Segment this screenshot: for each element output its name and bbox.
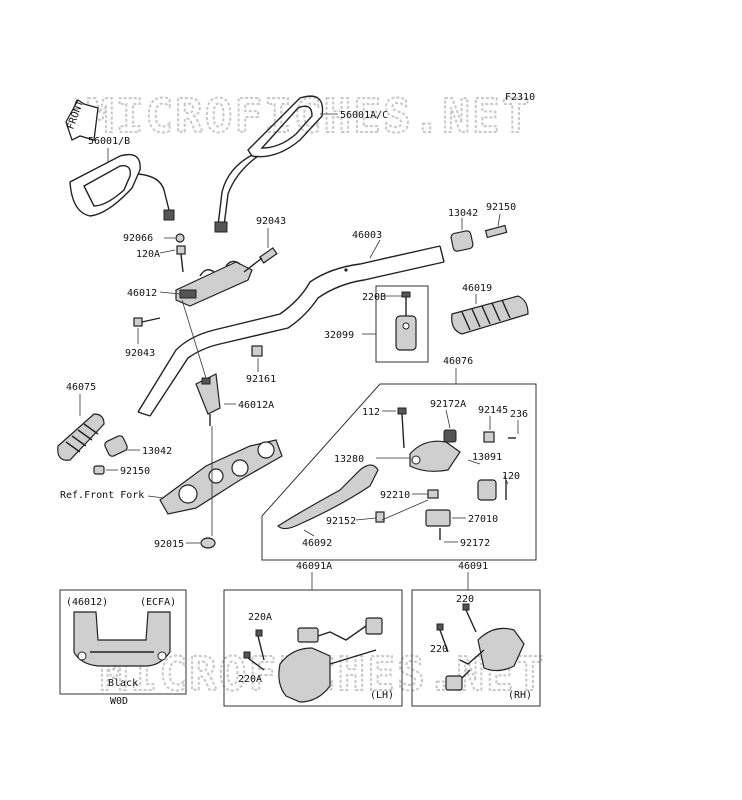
- holder-lower-part: [181, 299, 221, 426]
- mirror-right-part: [214, 95, 324, 233]
- label-46019: 46019: [462, 283, 492, 294]
- bolt-92150-top-part: [484, 224, 508, 239]
- triple-clamp-part: [159, 426, 283, 536]
- handlebar-part: [137, 245, 445, 417]
- label-56001-B: 56001/B: [88, 136, 130, 147]
- lh-tag: (LH): [370, 690, 394, 701]
- clamp-32099-box: [375, 285, 429, 363]
- switch-lh-box: [223, 589, 403, 707]
- label-92150-left: 92150: [120, 466, 150, 477]
- label-220B: 220B: [362, 292, 386, 303]
- label-46012: 46012: [127, 288, 157, 299]
- label-13280: 13280: [334, 454, 364, 465]
- inset-holder-box: [59, 589, 187, 695]
- label-92015: 92015: [154, 539, 184, 550]
- label-112: 112: [362, 407, 380, 418]
- inset-caption: W0D: [110, 696, 128, 707]
- bolt-92066-part: [175, 233, 185, 243]
- label-92150-top: 92150: [486, 202, 516, 213]
- label-46075: 46075: [66, 382, 96, 393]
- bolt-92043-top-part: [243, 247, 278, 273]
- inset-color: Black: [108, 678, 138, 689]
- label-120A: 120A: [136, 249, 160, 260]
- weight-13042-left-part: [104, 435, 128, 457]
- bolt-120A-part: [176, 245, 186, 273]
- grip-46019-part: [451, 295, 529, 335]
- label-32099: 32099: [324, 330, 354, 341]
- bolt-92043-left-part: [133, 317, 161, 327]
- inset-variant: (ECFA): [140, 597, 176, 608]
- holder-upper-part: [175, 260, 253, 307]
- label-92043-top: 92043: [256, 216, 286, 227]
- label-220A-bottom: 220A: [238, 674, 262, 685]
- lever-46092-part: [277, 464, 379, 530]
- lever-assy-box: [261, 383, 537, 561]
- bolt-92150-left-part: [93, 465, 105, 475]
- switch-rh-box: [411, 589, 541, 707]
- label-46003: 46003: [352, 230, 382, 241]
- label-92172: 92172: [460, 538, 490, 549]
- label-220-bottom: 220: [430, 644, 448, 655]
- label-92172A: 92172A: [430, 399, 466, 410]
- lever-holder-part: [375, 407, 516, 540]
- label-27010: 27010: [468, 514, 498, 525]
- label-220A-top: 220A: [248, 612, 272, 623]
- label-56001A-C: 56001A/C: [340, 110, 388, 121]
- label-92066: 92066: [123, 233, 153, 244]
- label-46012A: 46012A: [238, 400, 274, 411]
- weight-13042-top-part: [450, 230, 474, 252]
- label-92043-left: 92043: [125, 348, 155, 359]
- label-120: 120: [502, 471, 520, 482]
- label-92152: 92152: [326, 516, 356, 527]
- label-220-top: 220: [456, 594, 474, 605]
- label-92145: 92145: [478, 405, 508, 416]
- washer-92015-part: [200, 537, 216, 549]
- label-13091: 13091: [472, 452, 502, 463]
- label-236: 236: [510, 409, 528, 420]
- label-ref-front-fork: Ref.Front Fork: [60, 490, 144, 501]
- label-13042-top: 13042: [448, 208, 478, 219]
- label-46092: 46092: [302, 538, 332, 549]
- label-46091A: 46091A: [296, 561, 332, 572]
- label-92161: 92161: [246, 374, 276, 385]
- mirror-left-part: [69, 153, 175, 221]
- label-13042-left: 13042: [142, 446, 172, 457]
- label-92210: 92210: [380, 490, 410, 501]
- watermark-top: MICROFICHES.NET: [86, 89, 531, 143]
- nut-92161-part: [251, 345, 263, 357]
- label-46091: 46091: [458, 561, 488, 572]
- rh-tag: (RH): [508, 690, 532, 701]
- inset-code: (46012): [66, 597, 108, 608]
- label-46076: 46076: [443, 356, 473, 367]
- figure-code: F2310: [505, 92, 535, 103]
- grip-46075-part: [57, 413, 105, 461]
